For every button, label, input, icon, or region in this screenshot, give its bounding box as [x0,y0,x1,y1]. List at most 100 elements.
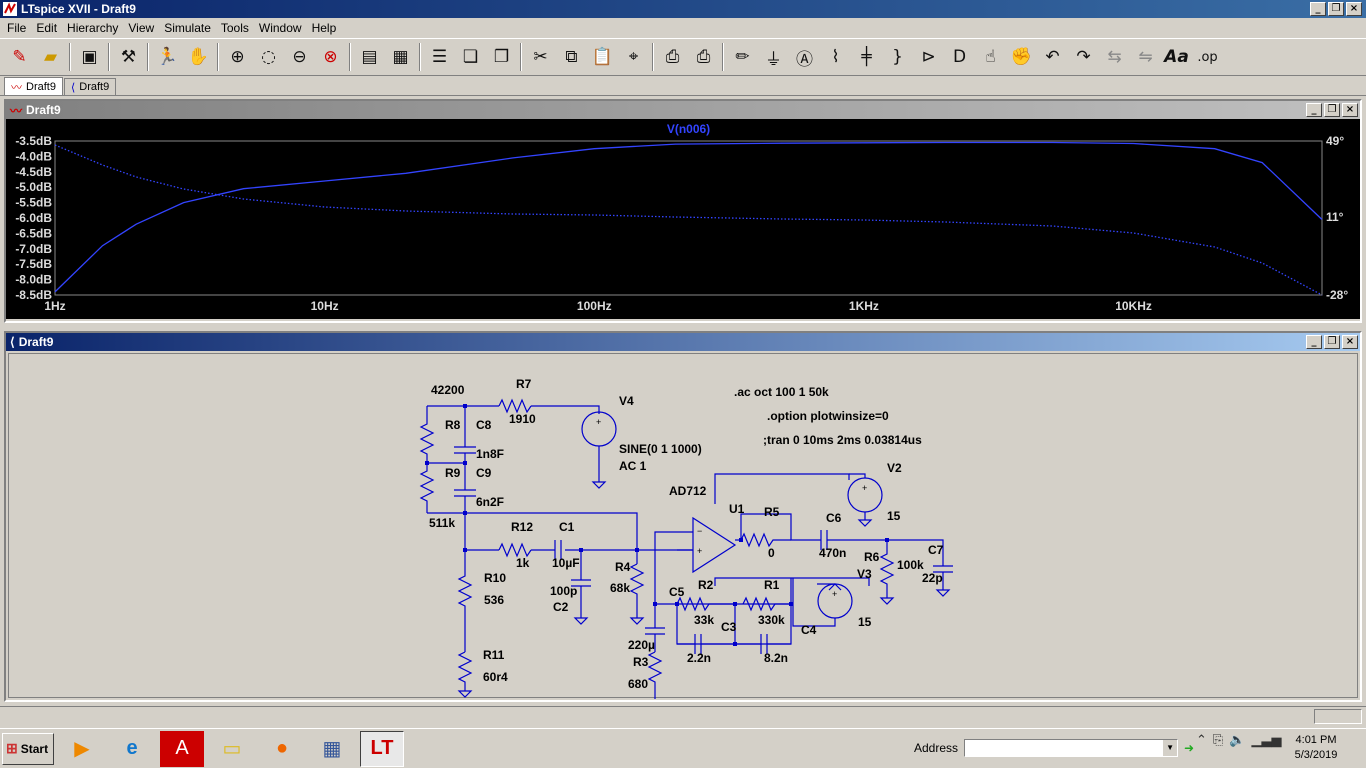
label-c8v[interactable]: 1n8F [476,447,504,461]
print-setup-icon[interactable]: ⎙ [665,47,680,67]
resistor-r6[interactable] [879,540,895,605]
capacitor-c7[interactable] [933,565,953,597]
label-c7v[interactable]: 22p [922,571,943,585]
tile-horizontal-icon[interactable]: ☰ [431,47,448,67]
open-folder-icon[interactable]: ▰ [43,47,58,67]
restore-button[interactable]: ❐ [1328,2,1344,16]
zoom-out-icon[interactable]: ⊖ [292,47,307,67]
resistor-r3[interactable] [647,651,663,699]
file-explorer-icon[interactable]: ▭ [222,738,242,760]
label-r12v[interactable]: 1k [516,556,530,570]
ground-icon[interactable]: ⏚ [765,49,782,70]
label-n42200[interactable]: 42200 [431,383,465,397]
resistor-r9[interactable] [419,463,435,513]
label-r11v[interactable]: 60r4 [483,670,508,684]
label-c4[interactable]: C4 [801,623,817,637]
autorange-icon[interactable]: ▤ [361,47,378,67]
label-c5v[interactable]: 220µ [628,638,655,652]
label-c2[interactable]: C2 [553,600,569,614]
minimize-button[interactable]: _ [1310,2,1326,16]
move-hand-icon[interactable]: ☝ [985,47,996,67]
cascade-icon[interactable]: ❏ [462,47,479,67]
plot-restore-button[interactable]: ❐ [1324,103,1340,117]
label-r9v[interactable]: 511k [429,516,455,530]
label-c4v[interactable]: 8.2n [764,651,788,665]
capacitor-c8[interactable] [454,424,476,463]
label-v3[interactable]: V3 [857,567,872,581]
menu-window[interactable]: Window [258,21,302,35]
label-v4v[interactable]: SINE(0 1 1000) [619,442,702,456]
waveform-icon[interactable]: ▦ [392,47,409,67]
menu-file[interactable]: File [7,21,27,35]
label-u1[interactable]: U1 [729,502,745,516]
new-schematic-icon[interactable]: ✎ [12,47,27,67]
menu-help[interactable]: Help [311,21,337,35]
waveform-plot[interactable]: V(n006)-3.5dB-4.0dB-4.5dB-5.0dB-5.5dB-6.… [6,119,1360,319]
capacitor-c9[interactable] [454,463,476,513]
redo-icon[interactable]: ↷ [1076,47,1091,67]
label-r12[interactable]: R12 [511,520,533,534]
resistor-r7[interactable] [498,398,532,414]
component-icon[interactable]: D [952,47,967,67]
pan-icon[interactable]: ◌ [261,47,276,67]
label-r2[interactable]: R2 [698,578,714,592]
label-r3[interactable]: R3 [633,655,649,669]
tray-expand-icon[interactable]: ⌃ [1196,732,1207,747]
menu-hierarchy[interactable]: Hierarchy [67,21,119,35]
firefox-icon[interactable]: ● [275,737,289,759]
wire[interactable] [427,405,600,424]
label-r9[interactable]: R9 [445,466,461,480]
acrobat-icon[interactable]: A [160,730,204,767]
image-viewer-icon[interactable]: ▦ [322,738,342,760]
clock[interactable]: 4:01 PM 5/3/2019 [1294,734,1338,761]
network-icon[interactable]: ⎘ [1212,732,1224,747]
label-r5v[interactable]: 0 [768,546,775,560]
label-v3v[interactable]: 15 [858,615,872,629]
label-r1v[interactable]: 330k [758,613,785,627]
volume-icon[interactable]: 🔈 [1229,732,1246,747]
capacitor-c5[interactable] [645,604,665,652]
label-r8[interactable]: R8 [445,418,461,432]
resistor-r4[interactable] [629,563,645,625]
draw-wire-pencil-icon[interactable]: ✏ [735,47,750,67]
label-v2[interactable]: V2 [887,461,902,475]
label-c8[interactable]: C8 [476,418,492,432]
plot-close-button[interactable]: × [1342,103,1358,117]
label-ad712[interactable]: AD712 [669,484,707,498]
cut-scissors-icon[interactable]: ✂ [533,47,548,67]
menu-tools[interactable]: Tools [220,21,249,35]
signal-icon[interactable]: ▁▃▅ [1251,732,1282,747]
label-v2v[interactable]: 15 [887,509,901,523]
ltspice-taskbar-icon[interactable]: LT [360,730,404,767]
start-button[interactable]: ⊞ Start [2,732,54,765]
tile-vertical-icon[interactable]: ❐ [493,47,510,67]
drag-hand-icon[interactable]: ✊ [1010,47,1033,67]
label-r10v[interactable]: 536 [484,593,504,607]
save-icon[interactable]: ▣ [81,47,98,67]
label-r2v[interactable]: 33k [694,613,714,627]
menu-view[interactable]: View [128,21,155,35]
bode-chart[interactable]: V(n006)-3.5dB-4.0dB-4.5dB-5.0dB-5.5dB-6.… [6,119,1360,319]
label-c6[interactable]: C6 [826,511,842,525]
inductor-icon[interactable]: } [892,47,903,67]
zoom-in-icon[interactable]: ⊕ [230,47,245,67]
opamp-u1[interactable] [692,516,737,574]
resistor-r5[interactable] [740,532,791,548]
resistor-r2[interactable] [676,596,735,612]
print-icon[interactable]: ⎙ [696,47,711,67]
label-c2v[interactable]: 100p [550,584,577,598]
media-player-icon[interactable]: ▶ [74,738,90,760]
label-c1[interactable]: C1 [559,520,575,534]
resistor-r8[interactable] [419,406,435,463]
label-c3[interactable]: C3 [721,620,737,634]
label-r4v[interactable]: 68k [610,581,630,595]
resistor-r1[interactable] [742,596,791,612]
menu-simulate[interactable]: Simulate [164,21,211,35]
label-c5[interactable]: C5 [669,585,685,599]
label-r7v[interactable]: 1910 [509,412,536,426]
label-c6v[interactable]: 470n [819,546,846,560]
text-icon[interactable]: Aa [1164,47,1189,67]
schematic-minimize-button[interactable]: _ [1306,335,1322,349]
label-r6v[interactable]: 100k [897,558,924,572]
